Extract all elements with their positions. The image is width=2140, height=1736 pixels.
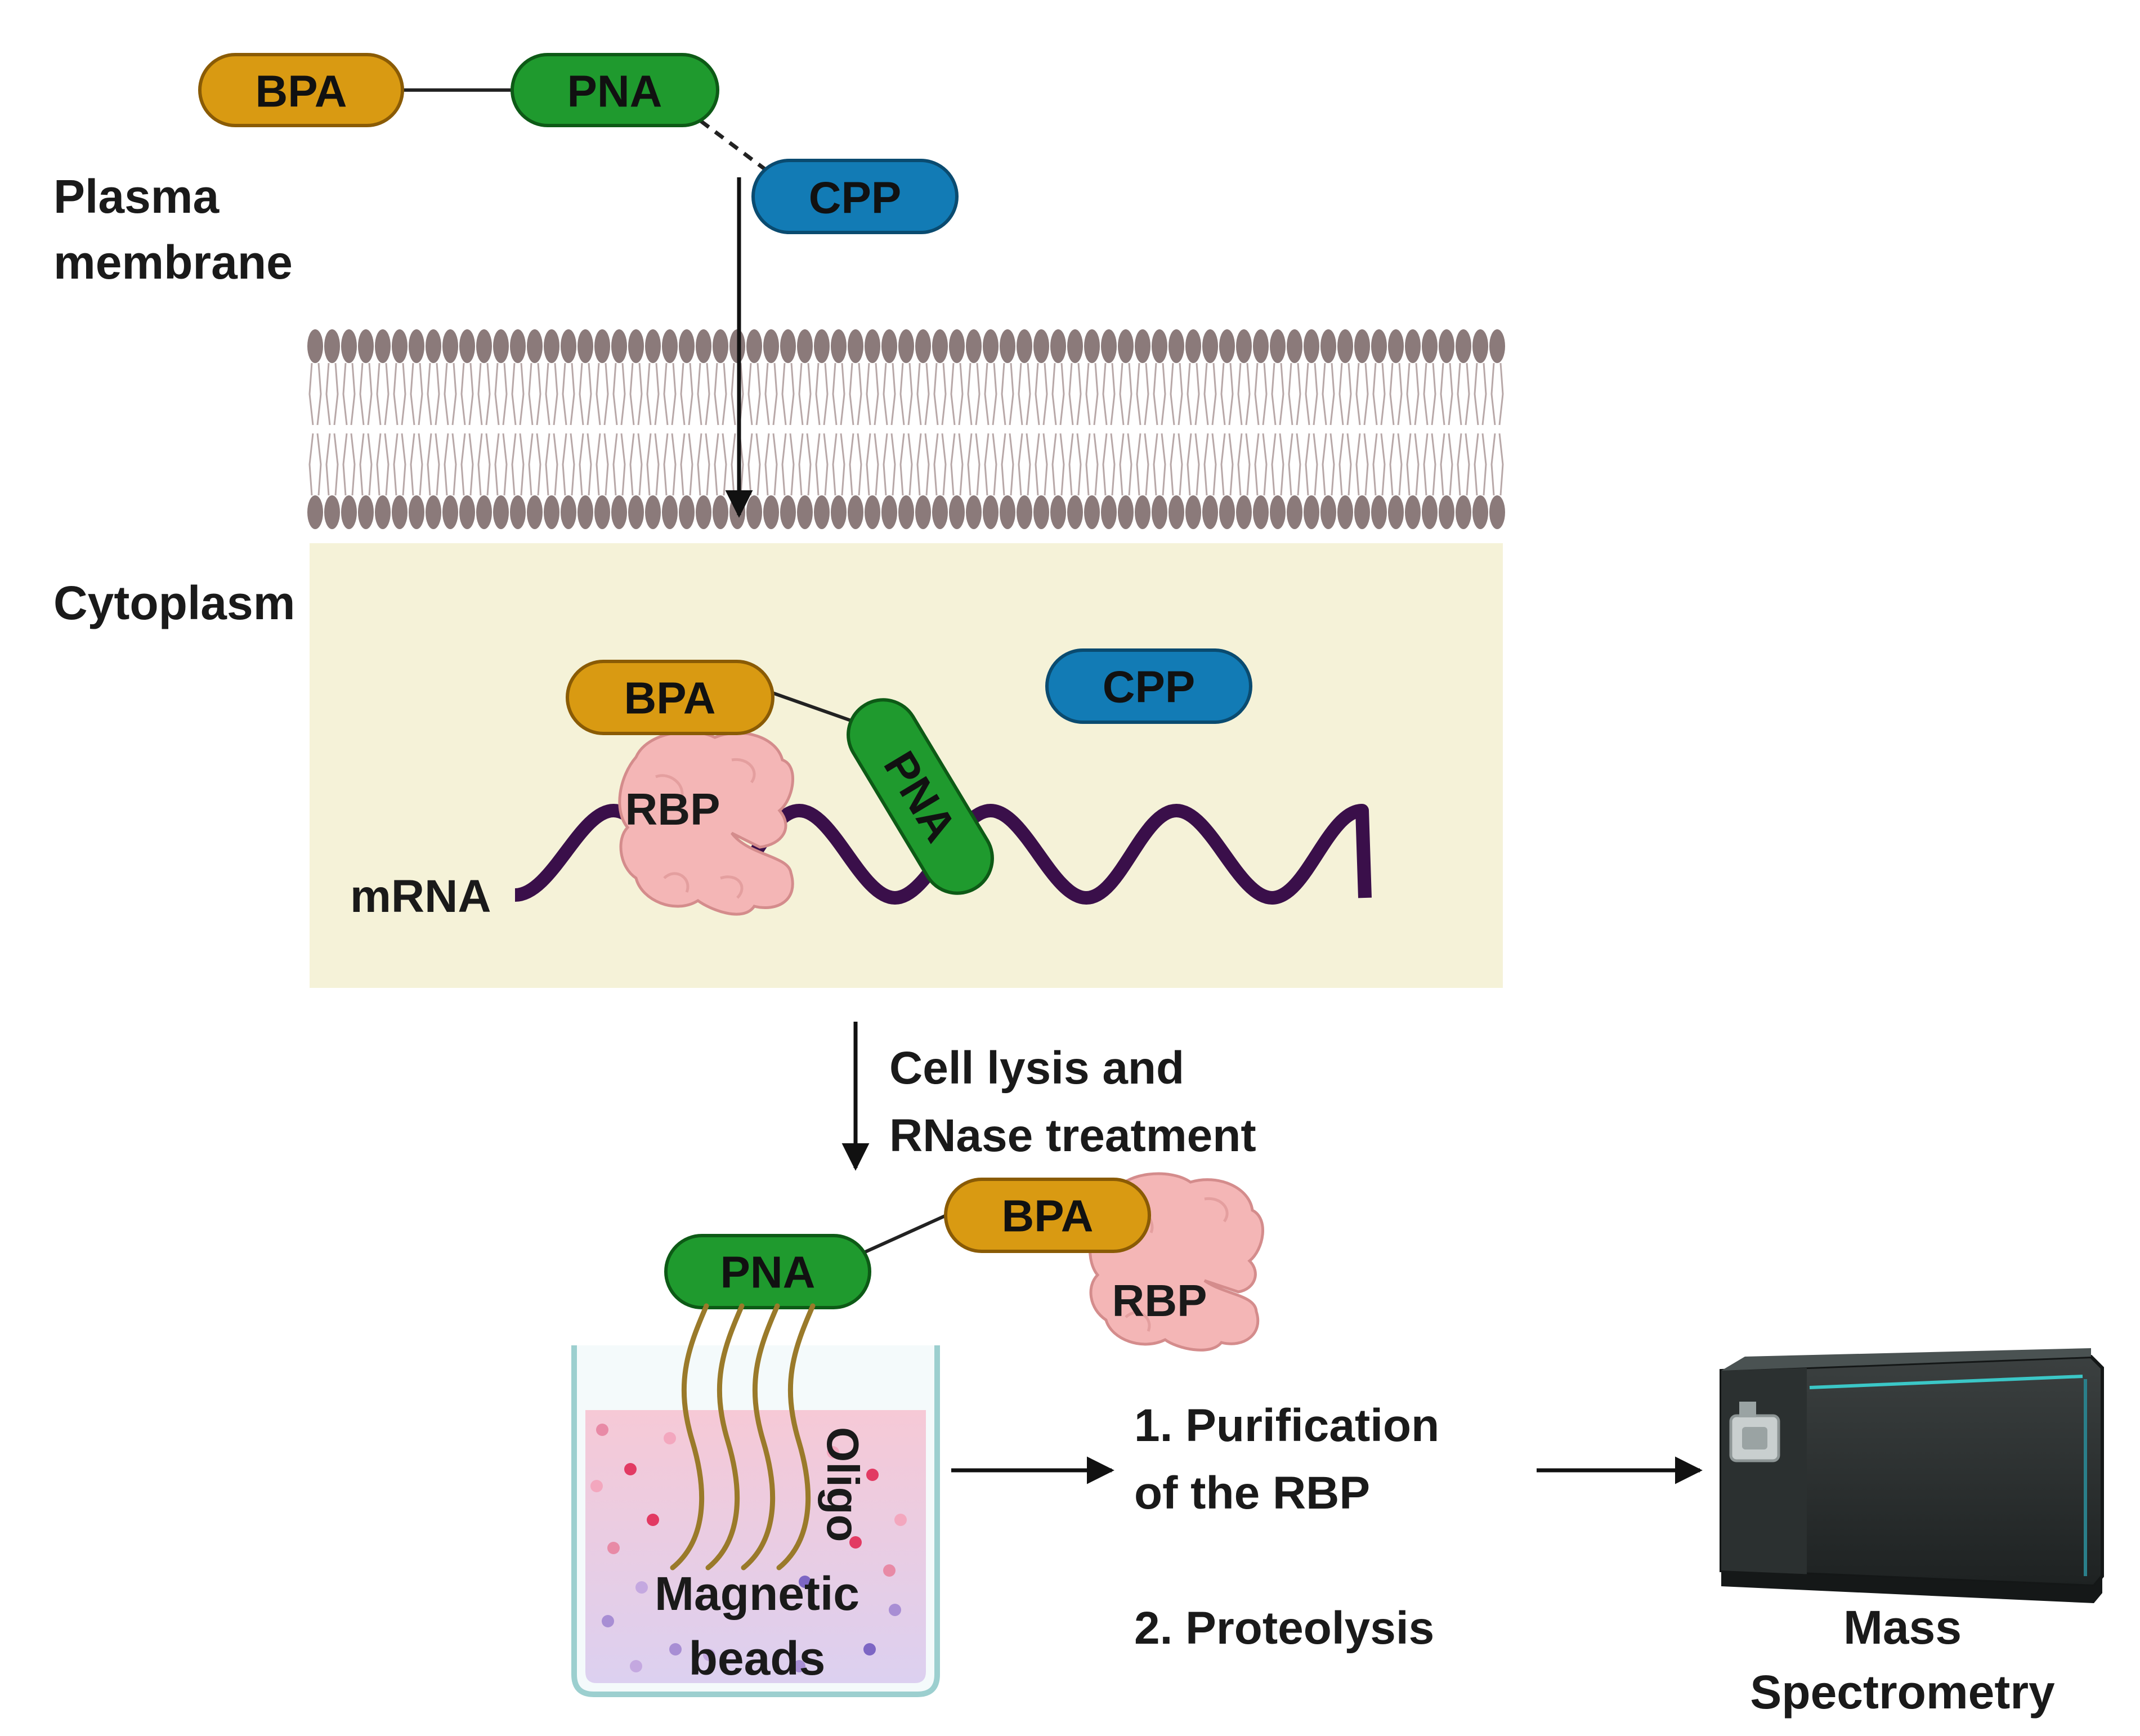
top-cpp-pill: CPP [751,159,959,234]
purified-pna-label: PNA [720,1247,816,1297]
top-pna-pill: PNA [511,53,719,127]
cytoplasm-rbp: RBP [618,730,794,916]
plasma-membrane [307,329,1505,529]
step1-label-1: 1. Purification [1134,1400,1439,1451]
top-cpp-label: CPP [809,173,902,223]
bead [703,1649,715,1661]
bead [602,1615,614,1627]
top-construct: BPA PNA CPP [198,53,959,234]
bead [883,1564,896,1577]
bead [590,1480,603,1492]
bead [889,1604,901,1616]
cytoplasm-bpa-pill: BPA [566,660,774,735]
purified-linker [863,1211,952,1254]
ms-label-1: Mass [1843,1601,1962,1654]
beads-label-2: beads [689,1632,826,1685]
cytoplasm-cpp-pill: CPP [1045,648,1252,724]
purified-pna-pill: PNA [664,1234,871,1309]
lysis-label-1: Cell lysis and [889,1043,1184,1094]
bead [596,1424,608,1436]
ms-label-2: Spectrometry [1750,1666,2055,1719]
top-bpa-label: BPA [256,66,347,117]
lysis-label-2: RNase treatment [889,1110,1256,1161]
cytoplasm-bpa-label: BPA [624,673,716,723]
bead [827,1446,839,1458]
plasma-membrane-label-1: Plasma [53,170,220,223]
mrna-label: mRNA [350,871,491,922]
top-bpa-pill: BPA [198,53,404,127]
pna-cpp-cleavable-linker [699,119,770,173]
bead [669,1643,682,1656]
bead [793,1660,805,1672]
magnetic-beads [590,1424,907,1672]
bead [849,1536,862,1549]
purified-rbp-label: RBP [1112,1276,1207,1326]
bead [894,1514,907,1526]
bead [799,1576,811,1588]
beads-label-1: Magnetic [655,1567,859,1620]
bead [635,1581,648,1594]
oligo-label: Oligo [818,1427,868,1542]
bead [630,1660,642,1672]
cytoplasm-label: Cytoplasm [53,576,295,629]
bead [664,1432,676,1444]
bead [866,1469,879,1481]
magnetic-bead-tube [571,1345,940,1697]
purified-bpa-pill: BPA [944,1178,1151,1253]
cytoplasm-rbp-label: RBP [625,784,720,834]
plasma-membrane-label-2: membrane [53,236,293,289]
purified-bpa-label: BPA [1002,1191,1094,1241]
step2-label: 2. Proteolysis [1134,1603,1434,1654]
mass-spectrometer-icon [1720,1348,2104,1603]
step1-label-2: of the RBP [1134,1467,1370,1519]
oligo-strands [670,1303,816,1571]
bead-solution [585,1410,926,1683]
cytoplasm-cpp-label: CPP [1103,662,1196,712]
bead [647,1514,659,1526]
top-pna-label: PNA [567,66,662,117]
bead [863,1643,876,1656]
bead [624,1463,637,1475]
bead [607,1542,620,1554]
